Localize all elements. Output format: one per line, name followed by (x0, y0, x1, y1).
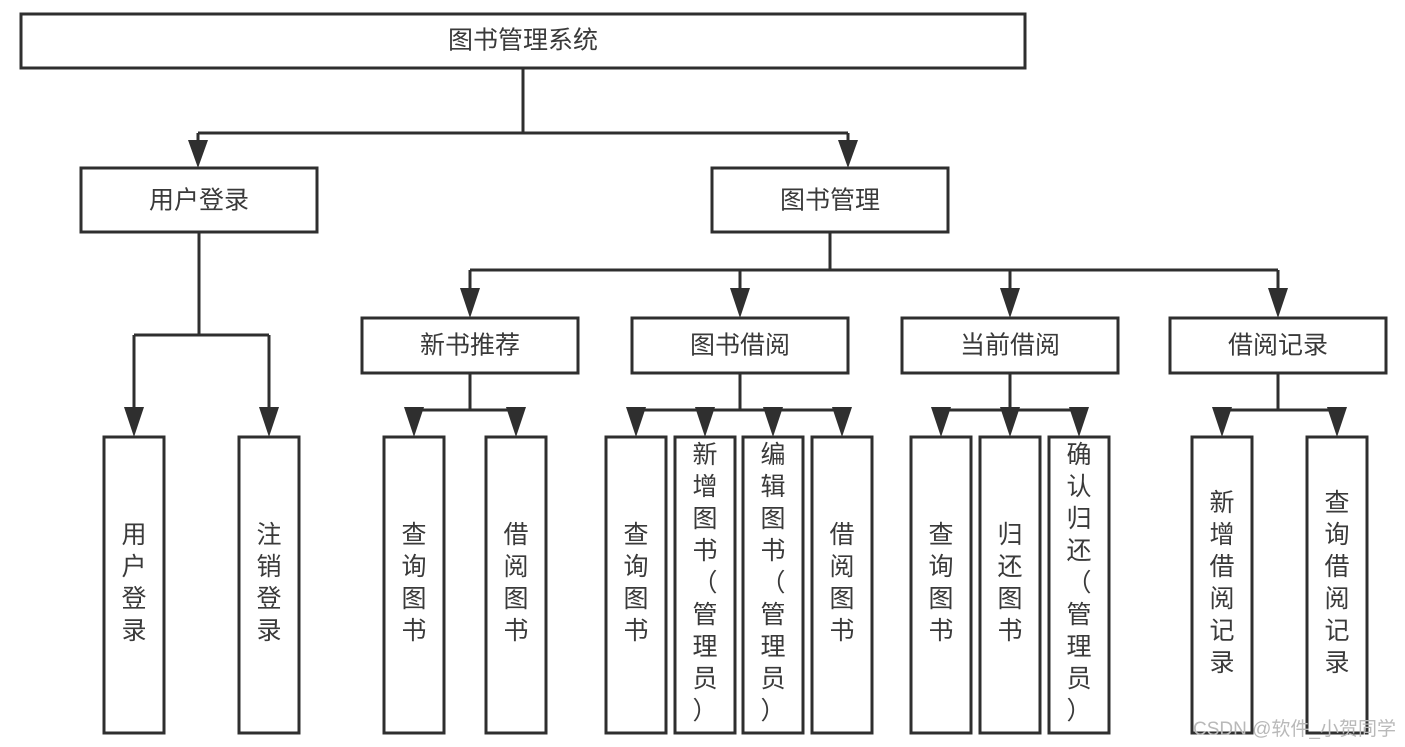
leaf-confirm-return-label: 确认归还（管理员） (1066, 441, 1091, 725)
leaf-user-login[interactable]: 用户登录 (102, 435, 166, 735)
leaf-query-book-1-box (382, 435, 446, 735)
node-user-login-label: 用户登录 (149, 187, 249, 215)
leaf-user-logout-label: 注销登录 (256, 521, 281, 645)
leaf-query-book-3-label: 查询图书 (928, 521, 953, 645)
node-book-management-label: 图书管理 (780, 187, 880, 215)
arrow-head-book-borrow (730, 288, 750, 318)
leaf-user-login-box (102, 435, 166, 735)
arrow-head-leaf-return-book (1000, 407, 1020, 437)
arrow-head-leaf-query-book-2 (626, 407, 646, 437)
leaf-query-book-1[interactable]: 查询图书 (382, 435, 446, 735)
leaf-borrow-book-1-label: 借阅图书 (503, 521, 528, 645)
leaf-add-book-box (673, 435, 737, 735)
leaf-query-book-2-label: 查询图书 (623, 521, 648, 645)
leaf-query-record[interactable]: 查询借阅记录 (1305, 435, 1369, 735)
leaf-borrow-book-2[interactable]: 借阅图书 (810, 435, 874, 735)
leaf-add-record-label: 新增借阅记录 (1209, 489, 1234, 677)
leaf-user-logout-box (237, 435, 301, 735)
connector-book-borrow-to-leaves (626, 373, 852, 437)
connector-user-login-to-leaves (124, 232, 279, 437)
leaf-add-book[interactable]: 新增图书（管理员） (673, 435, 737, 735)
leaf-query-book-3-box (909, 435, 973, 735)
leaf-edit-book-label: 编辑图书（管理员） (760, 441, 785, 725)
node-new-book-recommend-box (360, 316, 580, 375)
leaf-add-book-label: 新增图书（管理员） (692, 441, 717, 725)
node-root-label: 图书管理系统 (448, 27, 598, 55)
arrow-head-leaf-query-book-3 (931, 407, 951, 437)
connector-root-to-level2 (188, 68, 858, 168)
node-root[interactable]: 图书管理系统 (19, 12, 1027, 70)
node-root-box (19, 12, 1027, 70)
connector-borrow-record-to-leaves (1212, 373, 1347, 437)
leaf-edit-book-box (741, 435, 805, 735)
node-user-login-box (79, 166, 319, 234)
leaf-query-book-2[interactable]: 查询图书 (604, 435, 668, 735)
arrow-head-leaf-edit-book (763, 407, 783, 437)
leaf-add-record[interactable]: 新增借阅记录 (1190, 435, 1254, 735)
arrow-head-leaf-user-logout (259, 407, 279, 437)
watermark-text: CSDN @软件_小贺同学 (1193, 718, 1396, 740)
leaf-query-record-label: 查询借阅记录 (1324, 489, 1349, 677)
arrow-head-current-borrow (1000, 288, 1020, 318)
node-current-borrow-box (900, 316, 1120, 375)
leaf-return-book-label: 归还图书 (997, 521, 1022, 645)
arrow-head-leaf-add-book (695, 407, 715, 437)
arrow-head-book-management (838, 140, 858, 168)
node-current-borrow[interactable]: 当前借阅 (900, 316, 1120, 375)
node-book-management[interactable]: 图书管理 (710, 166, 950, 234)
leaf-query-book-1-label: 查询图书 (401, 521, 426, 645)
arrow-head-new-book-recommend (460, 288, 480, 318)
arrow-head-user-login (188, 140, 208, 168)
node-user-login[interactable]: 用户登录 (79, 166, 319, 234)
node-book-borrow[interactable]: 图书借阅 (630, 316, 850, 375)
node-current-borrow-label: 当前借阅 (960, 332, 1060, 360)
connector-new-book-recommend-to-leaves (404, 373, 526, 437)
node-book-borrow-label: 图书借阅 (690, 332, 790, 360)
arrow-head-leaf-borrow-book-2 (832, 407, 852, 437)
arrow-head-leaf-query-book-1 (404, 407, 424, 437)
arrow-head-borrow-record (1268, 288, 1288, 318)
leaf-borrow-book-2-box (810, 435, 874, 735)
leaf-query-book-3[interactable]: 查询图书 (909, 435, 973, 735)
node-borrow-record[interactable]: 借阅记录 (1168, 316, 1388, 375)
connector-book-management-to-level3 (460, 232, 1288, 318)
arrow-head-leaf-add-record (1212, 407, 1232, 437)
arrow-head-leaf-borrow-book-1 (506, 407, 526, 437)
leaf-return-book[interactable]: 归还图书 (978, 435, 1042, 735)
leaf-edit-book[interactable]: 编辑图书（管理员） (741, 435, 805, 735)
leaf-query-record-box (1305, 435, 1369, 735)
leaf-borrow-book-2-label: 借阅图书 (829, 521, 854, 645)
leaf-user-login-label: 用户登录 (121, 521, 146, 645)
leaf-confirm-return-box (1047, 435, 1111, 735)
leaf-user-logout[interactable]: 注销登录 (237, 435, 301, 735)
node-new-book-recommend-label: 新书推荐 (420, 332, 520, 360)
leaf-add-record-box (1190, 435, 1254, 735)
leaf-borrow-book-1[interactable]: 借阅图书 (484, 435, 548, 735)
node-new-book-recommend[interactable]: 新书推荐 (360, 316, 580, 375)
connector-current-borrow-to-leaves (931, 373, 1089, 437)
leaf-query-book-2-box (604, 435, 668, 735)
node-borrow-record-label: 借阅记录 (1228, 332, 1328, 360)
arrow-head-leaf-user-login (124, 407, 144, 437)
leaf-borrow-book-1-box (484, 435, 548, 735)
leaf-return-book-box (978, 435, 1042, 735)
arrow-head-leaf-query-record (1327, 407, 1347, 437)
arrow-head-leaf-confirm-return (1069, 407, 1089, 437)
leaf-confirm-return[interactable]: 确认归还（管理员） (1047, 435, 1111, 735)
